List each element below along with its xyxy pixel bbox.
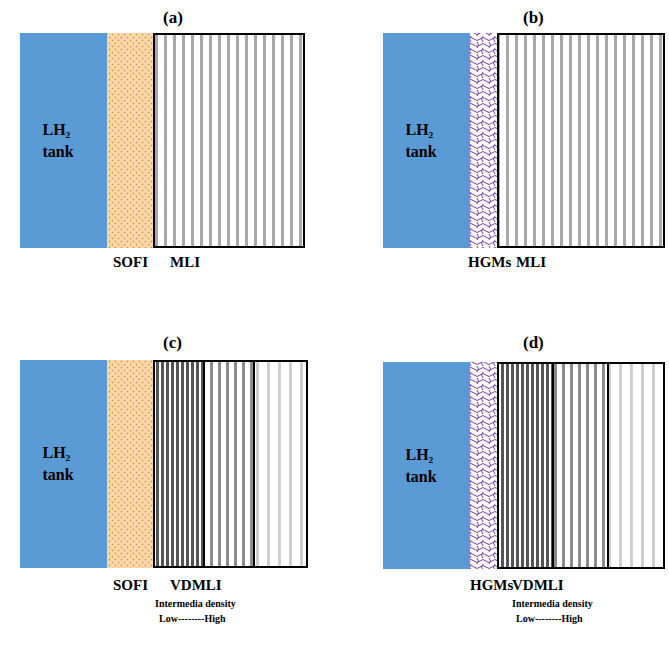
layer-label: Intermedia density [155,598,236,609]
panel-letter: (b) [523,8,544,28]
tank-label: LH₂ tank [406,119,448,162]
tank-label: LH₂ tank [43,119,85,162]
tank-box: LH₂ tank [20,33,107,248]
layer-label: VDMLI [512,577,564,594]
layer-label: Low--------High [516,613,583,624]
layer-label: SOFI [113,577,148,594]
tank-label: LH₂ tank [43,442,85,485]
tank-label: LH₂ tank [406,444,448,487]
layer-label: VDMLI [170,577,222,594]
panel-letter: (d) [523,333,544,353]
panel-letter: (c) [163,333,182,353]
layer-label: HGMs [470,577,513,594]
layer-label: HGMs [468,254,511,271]
layer-label: MLI [516,254,546,271]
tank-box: LH₂ tank [20,360,107,568]
layer-label: MLI [170,254,200,271]
layer-label: SOFI [113,254,148,271]
layer-label: Low--------High [159,613,226,624]
tank-box: LH₂ tank [383,362,470,569]
panel-letter: (a) [163,8,183,28]
tank-box: LH₂ tank [383,33,470,248]
layer-label: Intermedia density [512,598,593,609]
